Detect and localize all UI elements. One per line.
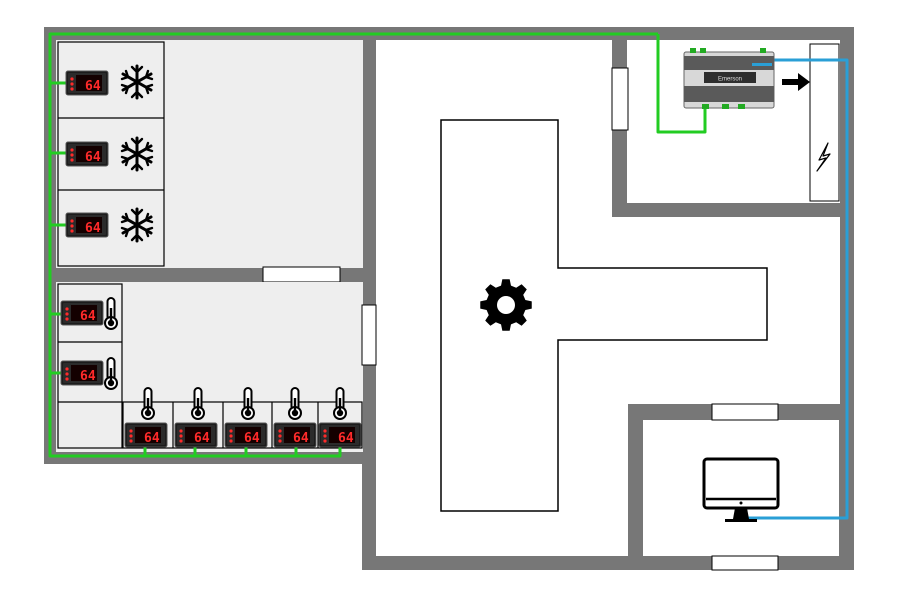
lightning-icon	[816, 142, 831, 172]
controller-display: 64	[80, 309, 96, 324]
cooler-zone-door	[361, 304, 377, 366]
office-door-bottom	[711, 555, 779, 571]
display-case-controller: 64	[224, 422, 268, 448]
freezer-zone-door	[262, 266, 341, 283]
controller-display: 64	[80, 369, 96, 384]
office-door-top	[711, 403, 779, 421]
display-case-controller: 64	[318, 422, 362, 448]
thermometer-icon	[241, 387, 255, 420]
display-case-controller: 64	[124, 422, 168, 448]
display-case-controller: 64	[273, 422, 317, 448]
freezer-controller: 64	[65, 141, 109, 167]
controller-display: 64	[338, 431, 354, 446]
controller-display: 64	[144, 431, 160, 446]
utility-room-door	[611, 67, 629, 131]
electrical-panel	[809, 43, 840, 202]
controller-display: 64	[85, 221, 101, 236]
cooler-controller: 64	[60, 300, 104, 326]
cooler-controller: 64	[60, 360, 104, 386]
thermometer-icon	[104, 297, 118, 330]
freezer-controller: 64	[65, 70, 109, 96]
ip-network-line	[742, 58, 849, 520]
supervisory-controller: Emerson	[683, 48, 775, 109]
controller-display: 64	[293, 431, 309, 446]
monitor-icon	[702, 457, 780, 522]
thermometer-icon	[288, 387, 302, 420]
machine-room-island	[440, 119, 768, 512]
controller-brand-label: Emerson	[718, 77, 742, 83]
thermometer-icon	[333, 387, 347, 420]
controller-display: 64	[244, 431, 260, 446]
thermometer-icon	[141, 387, 155, 420]
gear-icon	[480, 279, 532, 331]
thermometer-icon	[104, 357, 118, 390]
freezer-controller: 64	[65, 212, 109, 238]
controller-display: 64	[85, 79, 101, 94]
thermometer-icon	[191, 387, 205, 420]
display-case-controller: 64	[174, 422, 218, 448]
controller-display: 64	[85, 150, 101, 165]
output-arrow-icon	[782, 73, 810, 91]
sensor-network-line	[48, 32, 707, 458]
controller-display: 64	[194, 431, 210, 446]
